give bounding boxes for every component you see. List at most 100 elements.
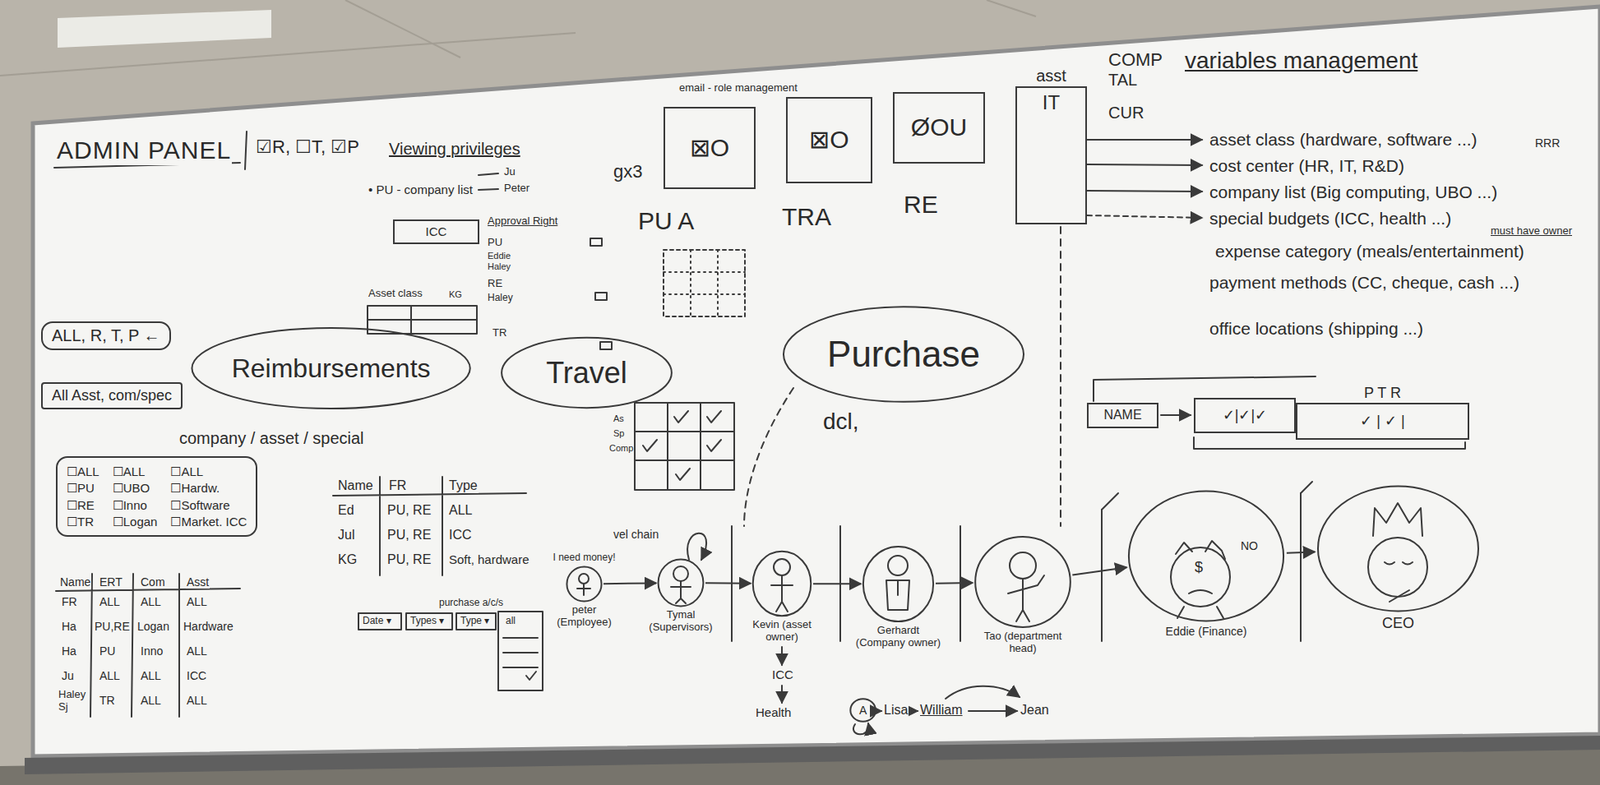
board-label: ☑R, ☐T, ☑P xyxy=(254,136,361,158)
board-label: Inno xyxy=(139,644,164,658)
node-text: Eddie (Finance) xyxy=(1143,624,1269,639)
board-label: Name xyxy=(337,478,375,494)
oval-outline xyxy=(862,545,935,623)
dashed-link xyxy=(1059,226,1062,527)
envelope-icon xyxy=(595,292,607,301)
board-label: special budgets (ICC, health ...) xyxy=(1208,208,1453,229)
person-sketch xyxy=(1384,562,1413,602)
person-circle: Tymal (Supervisors) xyxy=(657,559,704,607)
board-label: PU xyxy=(98,644,116,658)
person-sketch xyxy=(1368,537,1428,597)
board-label: $ xyxy=(1193,559,1204,577)
board-label: asset class (hardware, software ...) xyxy=(1208,129,1479,150)
board-label: Peter xyxy=(503,182,531,195)
board-label: Jul xyxy=(337,527,356,543)
node-text: ☐Software xyxy=(169,498,248,513)
filter-box: All Asst, com/spec xyxy=(41,382,183,410)
loop-arrow xyxy=(687,533,707,560)
dropdown xyxy=(358,613,402,630)
node-text: Purchase xyxy=(826,333,981,376)
board-label: Ju xyxy=(503,166,517,179)
node-body: ⊠O xyxy=(689,134,731,163)
board-label: Name xyxy=(59,575,92,589)
person-circle: Tao (department head) xyxy=(974,536,1072,629)
chain-arrow xyxy=(945,686,1020,699)
person-sketch xyxy=(886,580,910,611)
node-text: ☐ALL xyxy=(111,464,159,479)
board-label: ERT xyxy=(98,575,124,589)
person-circle: Gerhardt (Company owner) xyxy=(862,545,935,623)
leader-arrow xyxy=(1086,190,1203,192)
node-text: Travel xyxy=(545,356,629,390)
board-label: ALL xyxy=(98,595,121,609)
dashed-link xyxy=(744,388,794,527)
board-label: Ha xyxy=(60,619,78,634)
board-label: TR xyxy=(98,693,116,708)
board-label: NO xyxy=(1239,539,1259,553)
leader-arrow xyxy=(1086,215,1203,218)
node-text: Gerhardt (Company owner) xyxy=(852,624,945,650)
oval-outline xyxy=(566,566,602,602)
board-label: PU, RE xyxy=(386,503,432,518)
board-label: ALL xyxy=(139,693,162,708)
board-label: William xyxy=(919,702,964,718)
node-body: ☐ALL☐PU☐RE☐TR☐ALL☐UBO☐Inno☐Logan☐ALL☐Har… xyxy=(65,464,248,529)
board-label: COMP xyxy=(1107,49,1164,70)
node-text: asst xyxy=(1035,66,1068,86)
board-label: dcl, xyxy=(822,408,861,435)
board-label: TAL xyxy=(1107,70,1138,90)
person-sketch xyxy=(673,566,689,582)
board-label: Hardware xyxy=(182,619,235,634)
board-label: Date ▾ xyxy=(361,615,393,628)
oval-outline xyxy=(974,536,1072,629)
chain-arrow xyxy=(873,710,882,713)
node-text: Reimbursements xyxy=(231,353,432,384)
node-body: ✓ | ✓ | xyxy=(1359,412,1406,431)
dropdown xyxy=(406,613,453,630)
chain-arrow xyxy=(968,710,1018,713)
node-text: ☐ALL xyxy=(169,464,248,479)
role-box: ⊠O xyxy=(663,106,756,190)
oval-outline xyxy=(1128,491,1284,622)
board-label: Types ▾ xyxy=(409,615,445,628)
checkbox-panel: ☐ALL☐PU☐RE☐TR☐ALL☐UBO☐Inno☐Logan☐ALL☐Har… xyxy=(55,456,258,537)
envelope-icon xyxy=(590,238,602,246)
node-text: ☐UBO xyxy=(111,480,159,495)
board-label: ALL xyxy=(139,669,162,683)
role-box: ØOU xyxy=(892,92,985,164)
board-label: ALL xyxy=(139,595,162,609)
board-label: company / asset / special xyxy=(178,429,366,449)
table-sketch xyxy=(367,305,477,334)
board-label: gx3 xyxy=(612,161,643,182)
node-body: ØOU xyxy=(910,113,968,143)
node-text: ☐Logan xyxy=(111,514,159,529)
node-text: Kevin (asset owner) xyxy=(735,619,828,644)
node-text: ☐PU xyxy=(65,480,101,495)
flow-arrow xyxy=(1286,551,1315,553)
loop-arrow xyxy=(853,723,869,735)
board-label: PU xyxy=(486,236,504,250)
node-body: ⊠O xyxy=(808,125,850,155)
board-label: expense category (meals/entertainment) xyxy=(1214,241,1526,262)
flow-arrow xyxy=(603,582,657,585)
node-body: IT xyxy=(1041,91,1061,115)
envelope-icon xyxy=(600,342,612,350)
person-sketch xyxy=(773,559,791,576)
board-label: RE xyxy=(902,190,939,220)
board-label: • PU - company list xyxy=(367,182,474,197)
leader-arrow xyxy=(1086,138,1203,141)
node-text: CEO xyxy=(1348,615,1449,633)
leader-arrow xyxy=(1086,164,1203,166)
node-text: All Asst, com/spec xyxy=(50,387,173,405)
board-label: PU A xyxy=(637,207,695,236)
board-label: Asst xyxy=(185,575,210,589)
oval-outline xyxy=(863,546,934,622)
board-label: PU, RE xyxy=(386,527,432,543)
oval-outline xyxy=(658,559,704,607)
node-text: ☐TR xyxy=(65,514,101,529)
node-text: ☐ALL xyxy=(65,464,101,479)
node-body: ✓|✓|✓ xyxy=(1221,406,1268,425)
board-label: must have owner xyxy=(1489,225,1573,238)
